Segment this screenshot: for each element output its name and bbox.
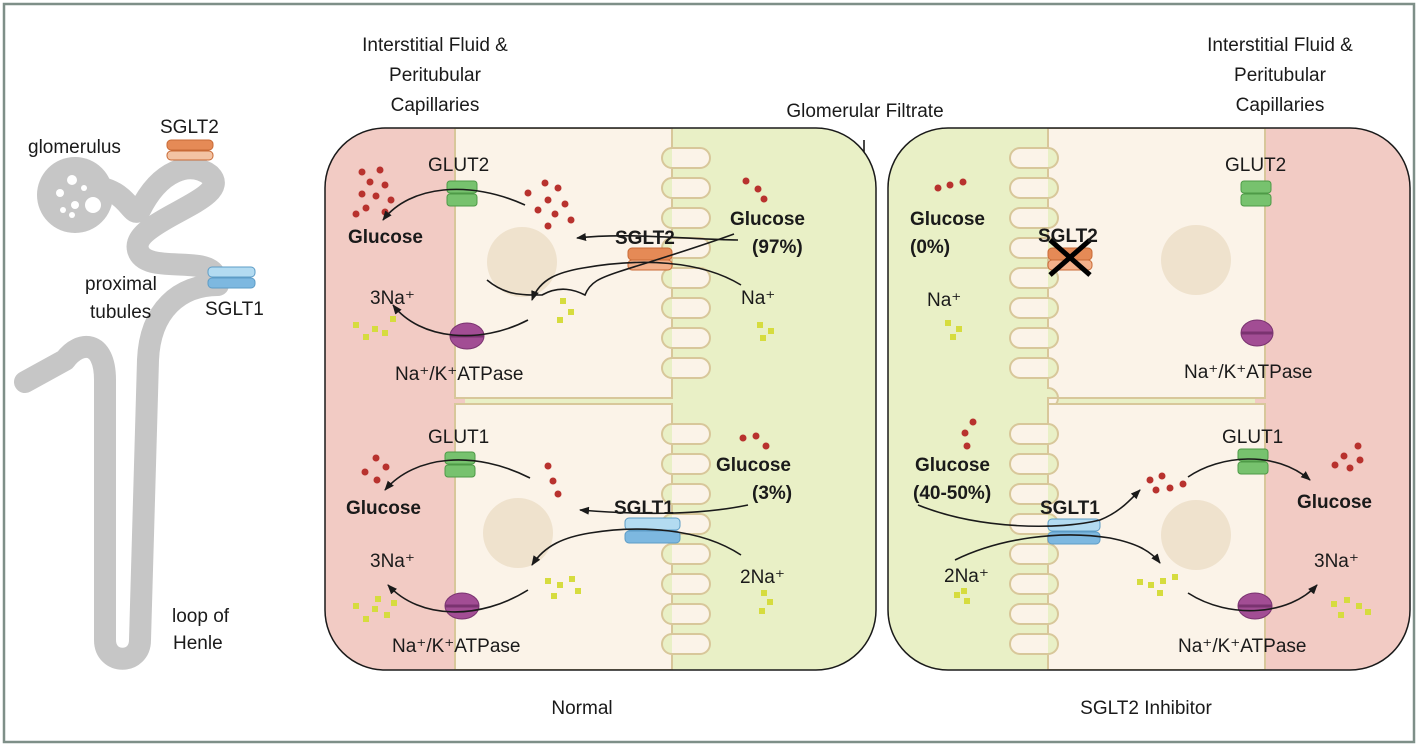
glucose-lumen-label: Glucose [915,455,990,476]
nephron-overview: glomerulus SGLT2 SGLT1 proximal tubules … [14,117,264,670]
block-x-icon [1048,238,1092,277]
sglt2-label: SGLT2 [1038,226,1098,247]
sglt1-transporter [1047,518,1101,545]
na-lumen-label: Na⁺ [741,288,775,309]
pump-label: Na⁺/K⁺ATPase [1178,636,1306,657]
glucose-lumen-label: Glucose [716,455,791,476]
glucose-percent-label: (0%) [910,237,950,258]
interstitial-right-2: Peritubular [1234,65,1327,86]
normal-panel-border [324,127,877,671]
interstitial-right-1: Interstitial Fluid & [1207,35,1353,56]
flux-arrows [382,188,749,613]
normal-caption: Normal [551,698,612,719]
glut2-label: GLUT2 [1225,155,1286,176]
interstitial-left-3: Capillaries [391,95,480,116]
sglt2-transporter [627,247,673,271]
normal-panel: GLUT2 Glucose SGLT2 Glucose (97%) Na⁺ 3N… [324,127,877,719]
na-blood-label: 3Na⁺ [1314,551,1359,572]
na-lumen-label: Na⁺ [927,290,961,311]
glut1-label: GLUT1 [1222,427,1283,448]
glucose-lumen-label: Glucose [910,209,985,230]
sglt1-label: SGLT1 [614,498,674,519]
glut1-transporter [1237,448,1269,475]
glucose-blood-label: Glucose [1297,492,1372,513]
proximal-label-1: proximal [85,274,157,295]
na-blood-label: 3Na⁺ [370,288,415,309]
na-lumen-label: 2Na⁺ [740,567,785,588]
inhibitor-panel-border [887,127,1411,671]
glucose-lumen-label: Glucose [730,209,805,230]
na-k-atpase-pump [1240,319,1274,347]
glomerulus-label: glomerulus [28,137,121,158]
interstitial-left-1: Interstitial Fluid & [362,35,508,56]
filtrate-label: Glomerular Filtrate [786,101,943,122]
flux-arrows [917,458,1318,612]
na-k-atpase-pump [444,592,480,620]
sglt1-marker [207,266,256,289]
glucose-blood-label: Glucose [348,227,423,248]
sglt1-label: SGLT1 [1040,498,1100,519]
glucose-molecules [352,166,770,498]
proximal-label-2: tubules [90,302,151,323]
sglt2-transporter-blocked [1047,238,1093,277]
glucose-percent-label: (97%) [752,237,803,258]
pump-label: Na⁺/K⁺ATPase [1184,362,1312,383]
glucose-molecules [934,178,1364,494]
glut1-label: GLUT1 [428,427,489,448]
glucose-blood-label: Glucose [346,498,421,519]
glut1-transporter [444,451,476,478]
inhibitor-panel: GLUT2 SGLT2 Glucose (0%) Na⁺ Na⁺/K⁺ATPas… [887,127,1411,719]
sglt2-overview-label: SGLT2 [160,117,219,138]
sglt2-label: SGLT2 [615,228,675,249]
glomerulus-shape [37,157,113,233]
glucose-percent-label: (40-50%) [913,483,991,504]
loop-label-1: loop of [172,606,230,627]
na-lumen-label: 2Na⁺ [944,566,989,587]
inhibitor-caption: SGLT2 Inhibitor [1080,698,1212,719]
tubule-path [14,157,229,670]
glut2-transporter [446,180,478,207]
loop-label-2: Henle [173,633,223,654]
glut2-label: GLUT2 [428,155,489,176]
sglt1-transporter [624,517,681,544]
sglt1-overview-label: SGLT1 [205,299,264,320]
interstitial-right-3: Capillaries [1236,95,1325,116]
pump-label: Na⁺/K⁺ATPase [392,636,520,657]
na-k-atpase-pump [1237,592,1273,620]
sodium-molecules [353,298,774,622]
na-blood-label: 3Na⁺ [370,551,415,572]
glut2-transporter [1240,180,1272,207]
sglt2-marker [166,139,214,161]
glucose-percent-label: (3%) [752,483,792,504]
pump-label: Na⁺/K⁺ATPase [395,364,523,385]
interstitial-left-2: Peritubular [389,65,482,86]
sodium-molecules [945,320,1371,618]
